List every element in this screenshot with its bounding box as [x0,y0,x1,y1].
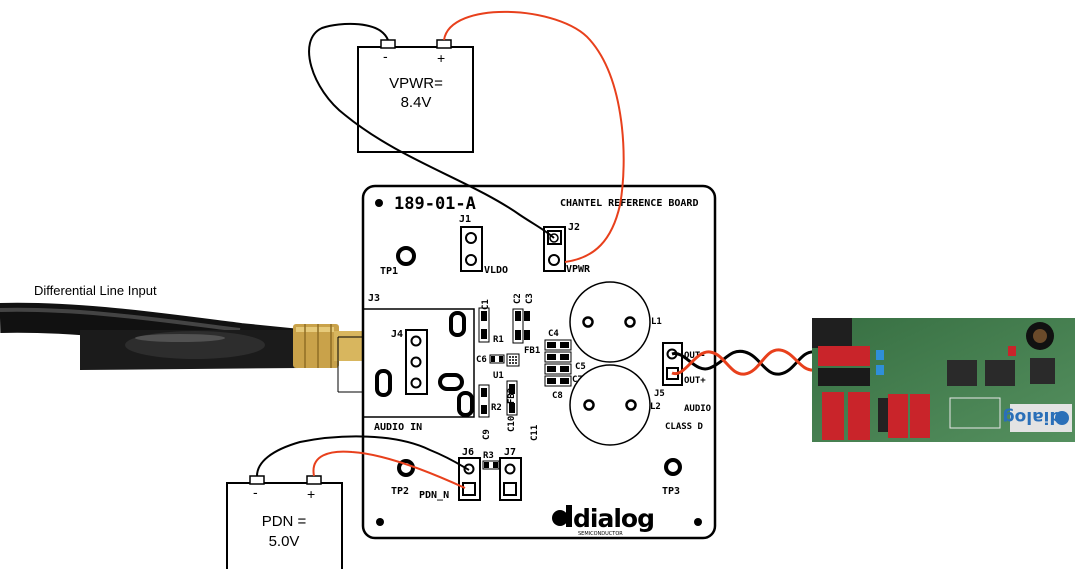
c10-label: C10 [507,416,517,432]
tp1-label: TP1 [380,266,398,277]
out-plus-label: OUT+ [684,376,706,386]
j7-label: J7 [504,447,516,458]
j3-footprint [362,308,475,418]
l2-inductor [569,364,651,446]
c6-part [489,354,505,364]
mounting-hole-bl [376,518,384,526]
pdn-n-label: PDN_N [419,490,449,501]
pdn-minus: - [253,484,258,500]
mounting-hole-tl [375,199,383,207]
l2-label: L2 [650,402,661,412]
l1-inductor [569,281,651,363]
c2-c3-parts [512,308,530,344]
tp3-pad [664,458,682,476]
dialog-logo-sub: SEMICONDUCTOR [578,531,623,537]
j3-pad-top [449,311,466,337]
r2-part [478,384,490,418]
fb1-label: FB1 [524,346,540,356]
vpwr-supply [357,39,474,153]
photo-logo-text: dialog [1002,407,1061,427]
u1-label: U1 [493,371,504,381]
pdn-red-wire [312,450,466,489]
board-title: CHANTEL REFERENCE BOARD [560,198,698,209]
c1-part [478,307,490,343]
j4-label: J4 [391,329,403,340]
l1-label: L1 [651,317,662,327]
board-part-number: 189-01-A [394,194,476,214]
vpwr-label: VPWR [566,264,591,275]
vpwr-line1: VPWR= [389,75,443,92]
c2-label: C2 [513,293,523,304]
input-label: Differential Line Input [34,283,157,298]
pdn-black-wire [256,435,470,477]
vpwr-red-wire [443,10,625,263]
c9-label: C9 [482,429,492,440]
vpwr-wires [308,10,625,263]
vpwr-minus: - [383,48,388,64]
j6-label: J6 [462,447,474,458]
tp3-label: TP3 [662,486,680,497]
mounting-hole-br [694,518,702,526]
c5-label: C5 [575,362,586,372]
j2-label: J2 [568,222,580,233]
vldo-label: VLDO [484,265,508,276]
c4-label: C4 [548,329,559,339]
r3-label: R3 [483,451,494,461]
audio-label: AUDIO [684,404,712,414]
j5-label: J5 [654,389,665,399]
c3-label: C3 [525,293,535,304]
j3-label: J3 [368,293,380,304]
pdn-supply [226,475,343,569]
c4-c8-parts [544,339,572,387]
out-minus-label: OUT- [684,351,706,361]
c11-label: C11 [530,425,540,441]
board-photo [812,318,1075,442]
r1-label: R1 [493,335,504,345]
j7-header [499,457,522,501]
output-twisted-wires [671,348,816,376]
tp1-pad [396,246,416,266]
j3-pad-bottom [457,391,474,417]
j3-pad-right [438,373,464,391]
c6-label: C6 [476,355,487,365]
j6-header [458,457,481,501]
vpwr-plus: + [437,50,445,66]
vpwr-black-wire [308,22,555,239]
c8-label: C8 [552,391,563,401]
fb2-label: FB2 [507,388,517,404]
pdn-wires [256,435,470,489]
c1-label: C1 [481,299,491,310]
j3-pad-left [375,369,392,397]
output-black-wire [671,349,816,376]
pdn-plus: + [307,486,315,502]
j3-leader-lines [337,336,365,393]
c7-label: C7 [572,375,583,385]
fb2-part [506,380,518,416]
vpwr-line2: 8.4V [401,94,432,111]
j4-header [405,329,428,395]
dialog-logo-word: dialog [573,504,654,533]
output-red-wire [671,348,816,376]
tp2-label: TP2 [391,486,409,497]
u1-chip [506,353,520,367]
r2-label: R2 [491,403,502,413]
j1-header [460,226,483,272]
audio-in-label: AUDIO IN [374,422,422,433]
pdn-line1: PDN = [262,513,307,530]
class-d-label: CLASS D [665,422,704,432]
audio-input-cable [0,302,366,370]
j1-label: J1 [459,214,471,225]
pdn-line2: 5.0V [269,533,300,550]
dialog-logo-mark [552,505,572,527]
